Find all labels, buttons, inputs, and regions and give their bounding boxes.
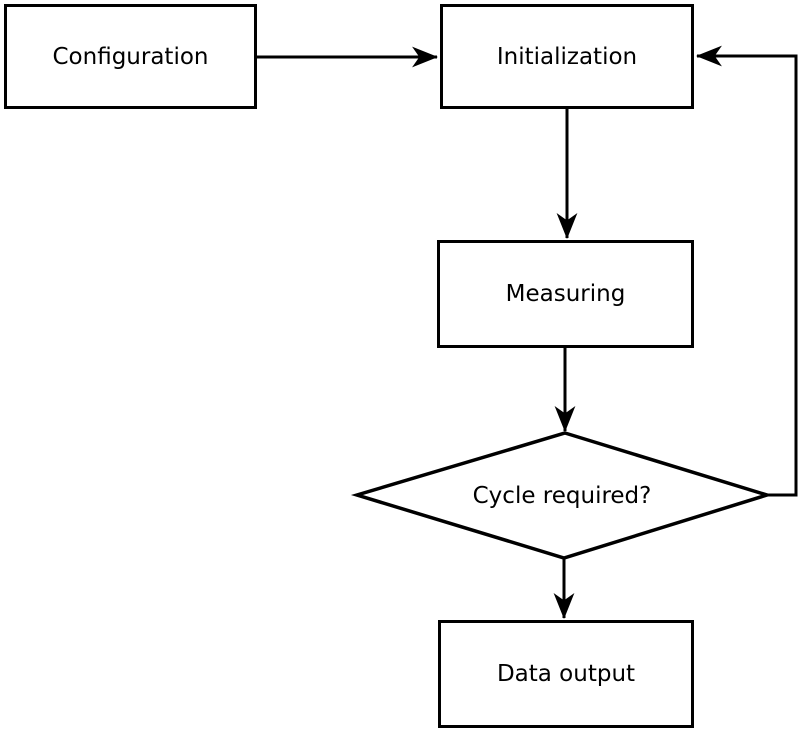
node-cycle-required-shape <box>350 431 773 560</box>
node-cycle-required-label: Cycle required? <box>472 482 652 509</box>
node-cycle-required: Cycle required? <box>357 433 767 558</box>
edge-cycle-required-to-initialization <box>695 45 798 497</box>
node-measuring-label: Measuring <box>505 281 626 307</box>
node-data-output-label: Data output <box>496 661 636 687</box>
node-initialization: Initialization <box>440 4 694 109</box>
node-measuring: Measuring <box>437 240 694 348</box>
node-data-output: Data output <box>438 620 694 728</box>
node-configuration: Configuration <box>4 4 257 109</box>
node-initialization-label: Initialization <box>496 43 638 70</box>
node-configuration-label: Configuration <box>52 43 209 70</box>
